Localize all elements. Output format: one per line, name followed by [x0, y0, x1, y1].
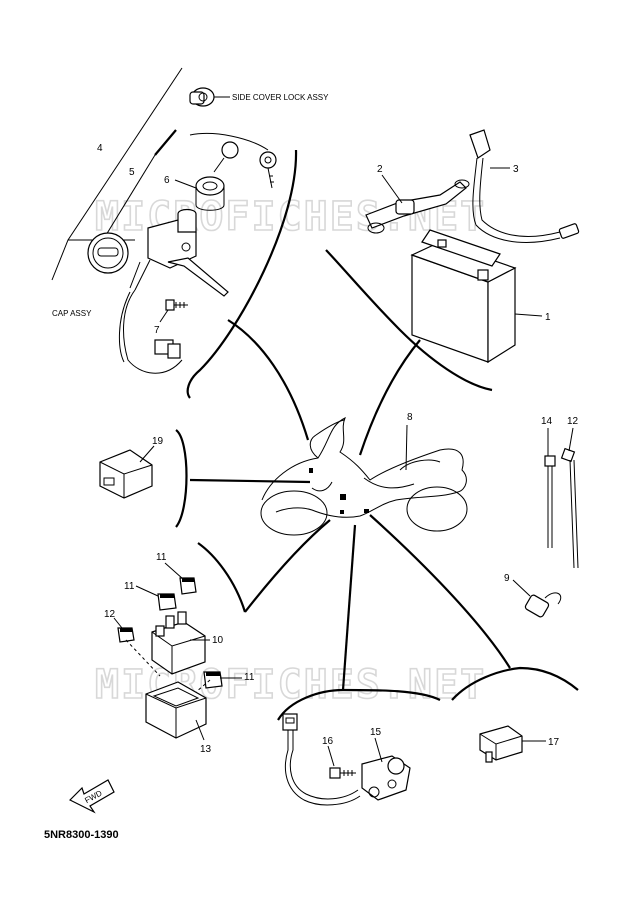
leader-13 [195, 719, 205, 741]
battery-strap [365, 179, 470, 234]
fwd-arrow-icon [68, 779, 115, 814]
callout-3: 3 [513, 164, 519, 175]
bolt-17 [329, 767, 356, 779]
connector-relay-to-bike [244, 519, 331, 613]
connector-18-to-bike [369, 514, 511, 669]
callout-7: 7 [154, 325, 160, 336]
callout-13: 13 [200, 744, 212, 755]
callout-12-top: 11 [156, 552, 167, 563]
fuse-11-right [203, 671, 223, 689]
assembly-guide-lines [125, 639, 211, 693]
connector-ignition-to-bike [227, 319, 310, 441]
callout-18: 17 [548, 737, 560, 748]
group-boundary-18 [451, 666, 579, 701]
callout-6: 6 [164, 175, 170, 186]
leader-9 [512, 579, 531, 597]
lock-cylinder [195, 176, 225, 211]
callout-14: 12 [567, 416, 579, 427]
label-cap-assy: CAP ASSY [52, 309, 92, 318]
cap-assy [87, 232, 129, 274]
leader-11-top [135, 585, 159, 597]
relay-19 [99, 449, 153, 499]
fuse-11-top [157, 593, 177, 611]
callout-12-left: 12 [104, 609, 116, 620]
callout-2: 2 [377, 164, 383, 175]
label-side-cover-lock: SIDE COVER LOCK ASSY [232, 93, 329, 102]
group-boundary-sensor [277, 688, 441, 721]
battery [410, 229, 517, 364]
sensor-16 [361, 755, 411, 801]
fuse-12-left [117, 627, 135, 643]
key-set [189, 132, 277, 189]
starter-relay [151, 611, 206, 675]
cable-tie-15 [544, 455, 556, 548]
leader-19 [139, 445, 155, 463]
fuse-12-top [179, 577, 197, 595]
leader-14 [568, 427, 574, 452]
callout-4: 4 [97, 143, 103, 154]
clamp-9 [524, 592, 562, 618]
callout-19: 19 [152, 436, 164, 447]
diagram-code: 5NR8300-1390 [44, 829, 119, 841]
callout-11-right: 11 [244, 672, 255, 683]
group-boundary-ignition-right [186, 149, 298, 399]
screw-7 [165, 299, 188, 311]
leader-2 [381, 174, 403, 204]
leader-12-top [164, 562, 184, 580]
side-cover-lock [189, 87, 215, 107]
connector-sensor-to-bike [341, 524, 357, 691]
callout-15: 14 [541, 416, 553, 427]
group-boundary-relay [197, 542, 247, 613]
callout-11-top: 11 [124, 581, 135, 592]
callout-8: 8 [407, 412, 413, 423]
leader-6 [174, 179, 197, 189]
callout-10: 10 [212, 635, 224, 646]
leader-7 [159, 309, 169, 323]
battery-lead [469, 129, 580, 243]
leader-17 [327, 745, 335, 767]
callout-1: 1 [545, 312, 551, 323]
leader-1 [514, 313, 543, 317]
group-boundary-ignition-top [154, 129, 177, 156]
group-boundary-battery [325, 249, 493, 392]
leader-12-left [113, 617, 123, 629]
group-boundary-19 [175, 429, 188, 528]
connector-19-to-bike [189, 478, 311, 484]
callout-17: 16 [322, 736, 334, 747]
callout-16: 15 [370, 727, 382, 738]
leader-16 [374, 737, 383, 763]
callout-9: 9 [504, 573, 510, 584]
callout-5: 5 [129, 167, 135, 178]
leader-8 [405, 424, 408, 471]
main-switch [118, 208, 229, 374]
scooter-illustration [260, 417, 468, 536]
unit-18 [479, 725, 523, 763]
sensor-harness [282, 713, 361, 806]
relay-cover [145, 681, 207, 739]
leader-5-line [102, 154, 156, 241]
cable-tie-14 [560, 447, 579, 569]
connector-battery-to-bike [358, 339, 421, 456]
